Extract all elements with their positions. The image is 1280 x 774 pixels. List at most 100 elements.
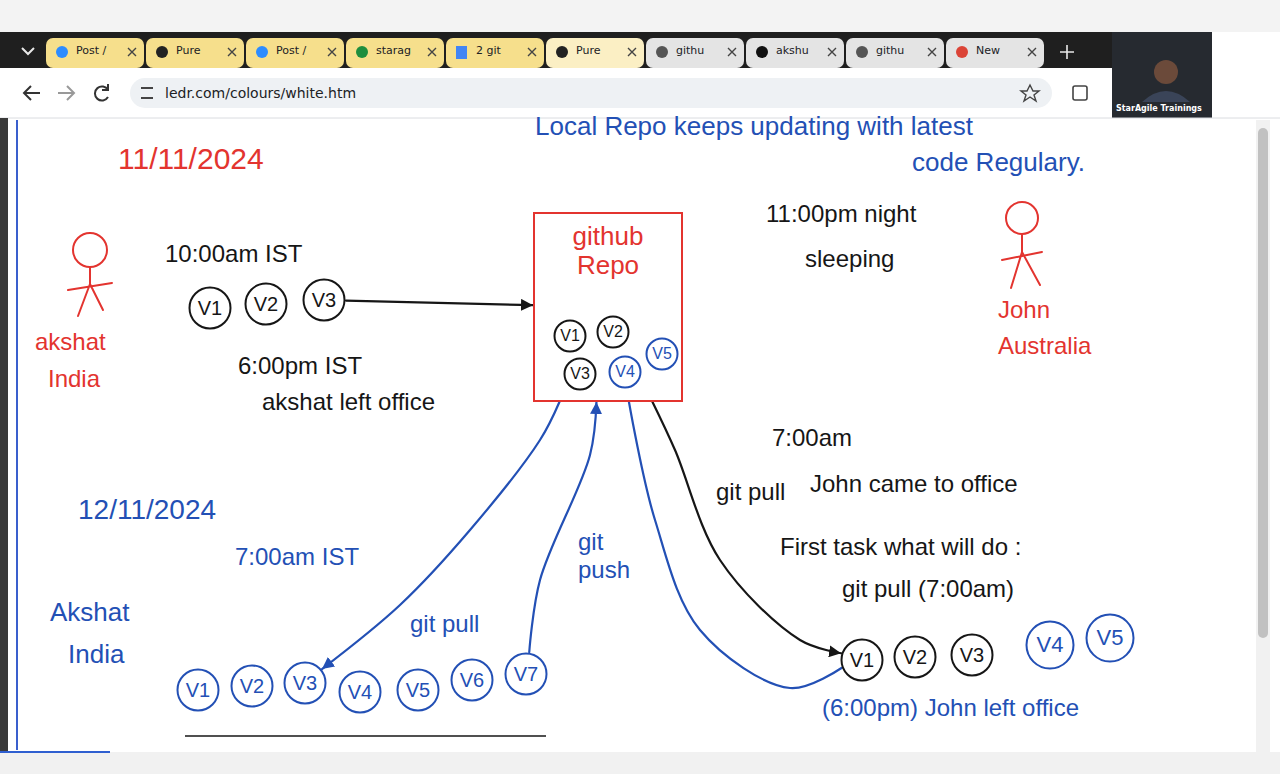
handwritten-note: sleeping [805, 245, 894, 273]
circle-outline [952, 635, 993, 676]
version-label: V5 [1097, 626, 1124, 650]
handwritten-note: 7:00am [772, 424, 852, 452]
circle-outline [1087, 615, 1134, 662]
handwritten-note: Akshat [50, 598, 130, 628]
tab-menu-chevron [22, 48, 34, 54]
browser-tab [846, 38, 944, 68]
browser-tab [146, 38, 244, 68]
handwritten-note: git pull [716, 478, 785, 506]
handwritten-note: code Regulary. [912, 148, 1085, 178]
version-label: V2 [240, 675, 264, 697]
side-ground [1212, 32, 1280, 118]
handwritten-note: Australia [998, 332, 1091, 360]
version-label: V2 [903, 646, 927, 668]
browser-text: githu [676, 45, 704, 58]
circle-outline [232, 666, 273, 707]
version-circle: V3 [302, 278, 346, 322]
browser-text: 2 git [476, 45, 501, 58]
circle-outline [842, 640, 883, 681]
version-circle: V2 [244, 282, 288, 326]
browser-tab-active [546, 38, 644, 68]
git-flow-arrow [346, 301, 533, 306]
version-circle: V4 [1025, 620, 1075, 670]
version-label: V1 [186, 679, 210, 701]
tab-icon [56, 46, 68, 58]
browser-text: githu [876, 45, 904, 58]
handwritten-note: First task what will do : [780, 533, 1021, 561]
browser-text: starag [376, 45, 411, 58]
version-label: V6 [460, 669, 484, 691]
handwritten-note: India [68, 640, 124, 670]
browser-tab [246, 38, 344, 68]
site-info-icon [141, 88, 153, 98]
version-circle: V4 [608, 355, 642, 389]
circle-outline [190, 288, 231, 329]
stick-figure-john [1002, 202, 1042, 288]
version-circle: V3 [283, 661, 327, 705]
browser-tab [946, 38, 1044, 68]
browser-text: New [976, 45, 1000, 58]
circle-outline [610, 357, 641, 388]
handwritten-note: 12/11/2024 [78, 494, 216, 526]
bottom-bar [0, 752, 1280, 774]
browser-text: Post / [276, 45, 306, 58]
handwritten-note: akshat [35, 328, 106, 356]
circle-outline [506, 654, 547, 695]
browser-text: ledr.com/colours/white.htm [165, 85, 356, 101]
version-label: V3 [570, 365, 590, 383]
stick-figure-akshat [68, 233, 112, 316]
tab-icon [956, 46, 968, 58]
version-circle: V3 [950, 633, 994, 677]
version-circle: V5 [645, 337, 679, 371]
handwritten-note: git push [578, 528, 630, 583]
version-circle: V1 [840, 638, 884, 682]
browser-tab [646, 38, 744, 68]
version-circle: V4 [338, 670, 382, 714]
browser-text: StarAgile Trainings [1116, 104, 1202, 113]
circle-outline [304, 280, 345, 321]
browser-tab [446, 38, 544, 68]
circle-outline [1027, 622, 1074, 669]
browser-tab [46, 38, 144, 68]
back-arrow [24, 86, 40, 100]
reload-icon [95, 84, 108, 101]
version-label: V3 [960, 644, 984, 666]
forward-arrow [58, 86, 74, 100]
tab-icon [456, 46, 467, 59]
bookmark-star [1021, 85, 1039, 101]
version-label: V3 [312, 289, 336, 311]
browser-tab [346, 38, 444, 68]
handwritten-note: akshat left office [262, 388, 435, 416]
handwritten-note: git pull (7:00am) [842, 575, 1014, 603]
circle-outline [895, 637, 936, 678]
circle-outline [178, 670, 219, 711]
handwritten-note: 10:00am IST [165, 240, 302, 268]
board-margin-line [16, 120, 18, 750]
tab-icon [656, 46, 668, 58]
new-tab-plus [1060, 45, 1074, 59]
browser-text: akshu [776, 45, 809, 58]
circle-outline [565, 359, 596, 390]
git-flow-arrow [529, 402, 596, 652]
scrollbar-thumb [1258, 128, 1268, 638]
version-label: V2 [603, 323, 623, 341]
scrollbar-track [1256, 120, 1270, 752]
circle-outline [398, 670, 439, 711]
title-strip [0, 0, 1280, 32]
bottom-progress-line [0, 751, 110, 753]
version-circle: V2 [596, 315, 630, 349]
version-circle: V5 [396, 668, 440, 712]
handwritten-note: 6:00pm IST [238, 352, 362, 380]
tab-icon [756, 46, 768, 58]
browser-text: Pure [576, 45, 600, 58]
browser-text: Pure [176, 45, 200, 58]
webcam-person [1154, 60, 1178, 84]
circle-outline [647, 339, 678, 370]
tab-icon [856, 46, 868, 58]
handwritten-note: 7:00am IST [235, 543, 359, 571]
handwritten-note: (6:00pm) John left office [822, 694, 1079, 722]
toolbar [0, 68, 1112, 118]
version-circle: V1 [553, 319, 587, 353]
version-circle: V6 [450, 658, 494, 702]
